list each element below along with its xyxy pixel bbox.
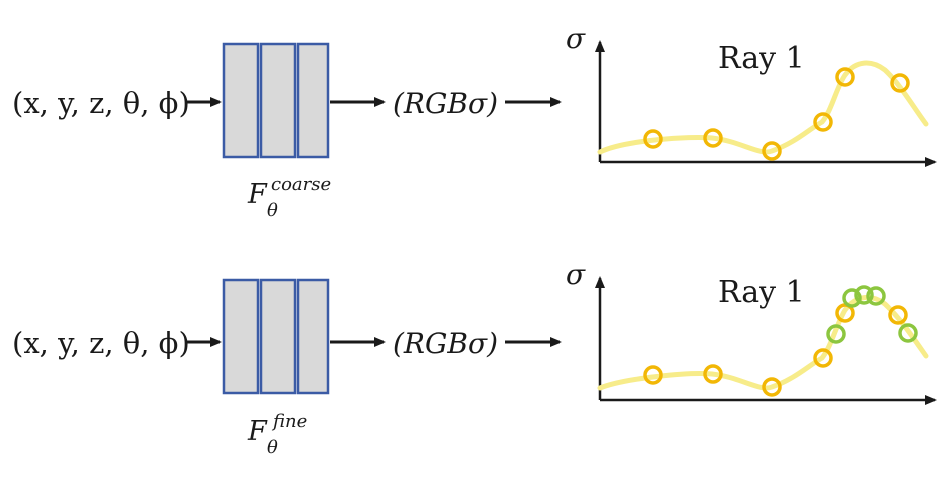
- coarse-y-axis-label: σ: [566, 22, 586, 55]
- fine-output-label: (RGBσ): [393, 327, 498, 360]
- coarse-layer-3: [296, 42, 330, 159]
- coarse-plot-title: Ray 1: [718, 41, 805, 76]
- coarse-sample-point: [813, 112, 833, 132]
- fine-network-label: F θ fine: [247, 411, 307, 458]
- coarse-density-plot: σ Ray 1: [566, 22, 937, 167]
- fine-coarse-sample-point: [703, 364, 723, 384]
- fine-coarse-samples: [643, 303, 908, 397]
- coarse-network-symbol: F: [247, 179, 268, 210]
- fine-coarse-sample-point: [643, 365, 663, 385]
- coarse-row: (x, y, z, θ, ϕ) F θ coarse (RGBσ) σ Ray …: [12, 22, 937, 221]
- coarse-network-subscript: θ: [267, 200, 278, 221]
- fine-row: (x, y, z, θ, ϕ) F θ fine (RGBσ) σ Ray 1: [12, 258, 937, 458]
- fine-coarse-sample-point: [813, 348, 833, 368]
- coarse-sample-point: [762, 141, 782, 161]
- fine-plot-title: Ray 1: [718, 275, 805, 310]
- coarse-sample-point: [835, 67, 855, 87]
- coarse-layer-1: [222, 42, 260, 159]
- coarse-network-label: F θ coarse: [247, 174, 331, 221]
- fine-network-subscript: θ: [267, 437, 278, 458]
- coarse-sample-point: [643, 129, 663, 149]
- fine-layer-3: [296, 278, 330, 395]
- coarse-network: [222, 42, 330, 159]
- fine-extra-sample-point: [854, 285, 874, 305]
- fine-layer-2: [259, 278, 297, 395]
- fine-extra-sample-point: [866, 286, 886, 306]
- coarse-sample-point: [890, 73, 910, 93]
- fine-extra-samples: [826, 285, 918, 344]
- fine-network-superscript: fine: [271, 411, 307, 432]
- coarse-network-superscript: coarse: [271, 174, 331, 195]
- fine-coarse-sample-point: [835, 303, 855, 323]
- fine-extra-sample-point: [826, 324, 846, 344]
- coarse-input-label: (x, y, z, θ, ϕ): [12, 86, 190, 120]
- fine-coarse-sample-point: [762, 377, 782, 397]
- coarse-sample-point: [703, 128, 723, 148]
- fine-coarse-sample-point: [888, 305, 908, 325]
- coarse-density-curve: [597, 60, 929, 155]
- fine-extra-sample-point: [842, 288, 862, 308]
- fine-density-plot: σ Ray 1: [566, 258, 937, 405]
- fine-input-label: (x, y, z, θ, ϕ): [12, 326, 190, 360]
- coarse-output-label: (RGBσ): [393, 87, 498, 120]
- coarse-layer-2: [259, 42, 297, 159]
- fine-density-curve: [597, 295, 929, 391]
- fine-layer-1: [222, 278, 260, 395]
- coarse-samples: [643, 67, 910, 161]
- fine-extra-sample-point: [898, 323, 918, 343]
- fine-network: [222, 278, 330, 395]
- fine-y-axis-label: σ: [566, 258, 586, 291]
- fine-network-symbol: F: [247, 416, 268, 447]
